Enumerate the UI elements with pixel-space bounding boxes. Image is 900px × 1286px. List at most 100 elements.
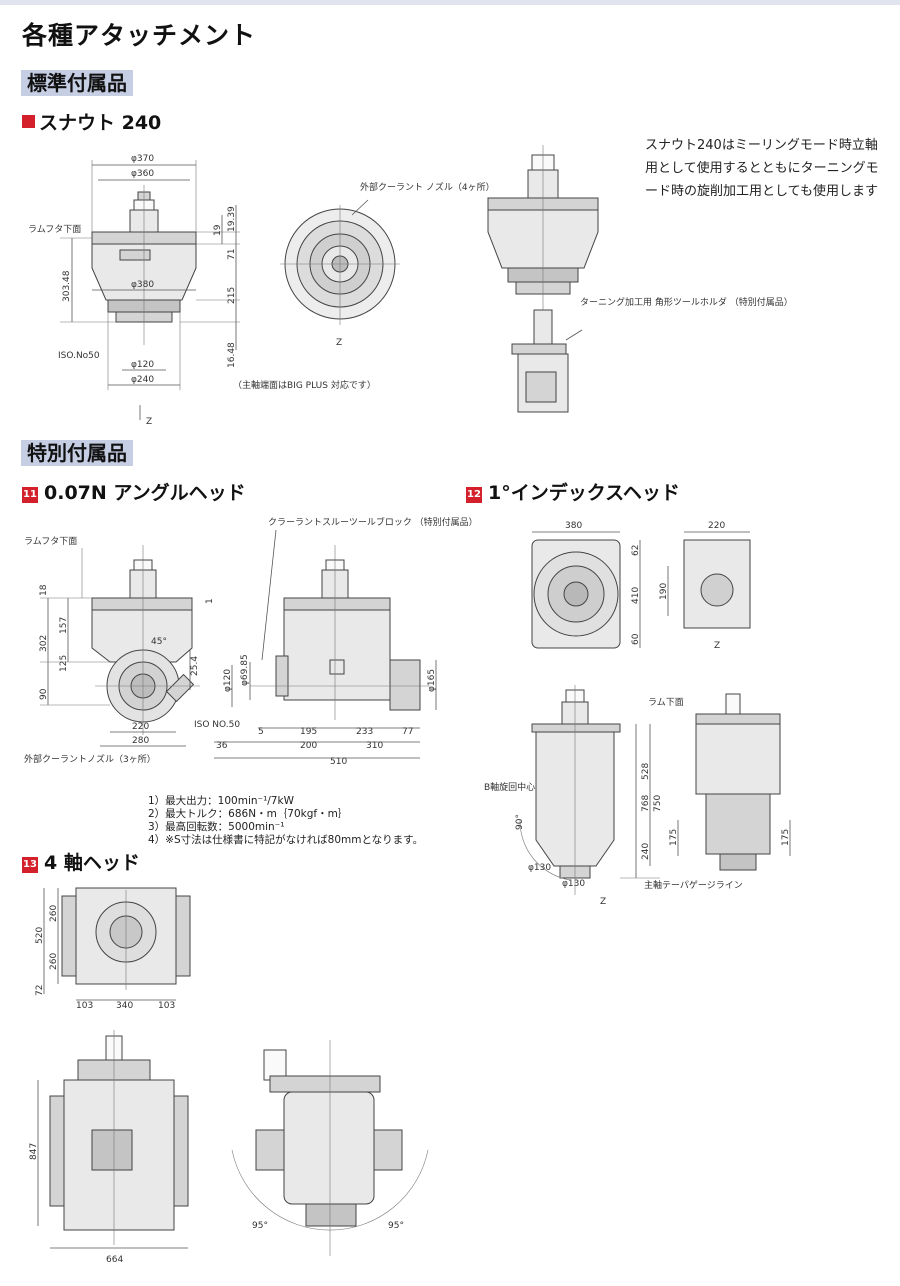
dim-36: 36	[216, 741, 228, 751]
gauge-label: 主軸テーパゲージライン	[644, 879, 743, 891]
number-badge: 13	[22, 857, 38, 873]
snout-plan-view: 外部クーラント ノズル（4ヶ所） Z （主軸端面はBIG PLUS 対応です）	[233, 181, 495, 391]
snout-description: スナウト240はミーリングモード時立軸用として使用するとともにターニングモード時…	[645, 138, 879, 199]
nozzle-label: 外部クーラントノズル（3ヶ所）	[24, 753, 156, 765]
dim-95deg: 95°	[252, 1221, 268, 1231]
dim-240: 240	[641, 843, 651, 860]
red-square-icon	[22, 115, 35, 128]
four-axis-heading: 13 4 軸ヘッド	[22, 848, 140, 875]
dim-1: 1	[205, 598, 215, 604]
dim-750: 750	[653, 795, 663, 812]
dim-62: 62	[631, 545, 641, 556]
angle-head-front-view: ラムフタ下面 18 157 302 125 90 1 25.4 45° 220 …	[24, 536, 215, 765]
dim-310: 310	[366, 741, 383, 751]
snout-heading: スナウト 240	[22, 108, 161, 135]
page-title: 各種アタッチメント	[22, 21, 257, 50]
dim-5: 5	[258, 727, 264, 737]
dim-768: 768	[641, 795, 651, 812]
dim-220: 220	[708, 521, 725, 531]
dim-233: 233	[356, 727, 373, 737]
dim-220: 220	[132, 722, 149, 732]
coolant-label: 外部クーラント ノズル（4ヶ所）	[360, 181, 495, 193]
dim-18: 18	[39, 584, 49, 596]
dim-380: 380	[565, 521, 582, 531]
ram-lower-label: ラム下面	[648, 697, 684, 708]
note-line: 2）最大トルク：686N・m｛70kgf・m｝	[148, 808, 349, 820]
angle-head-heading: 11 0.07N アングルヘッド	[22, 478, 246, 505]
dim-5deg: 90°	[515, 814, 525, 830]
snout-turning-view: ターニング加工用 角形ツールホルダ （特別付属品）	[487, 145, 793, 413]
dim-510: 510	[330, 757, 347, 767]
dim-125: 125	[59, 655, 69, 672]
number-badge: 12	[466, 487, 482, 503]
z-label: Z	[600, 897, 606, 907]
dim-d240: φ240	[131, 375, 154, 385]
section-special: 特別付属品	[21, 440, 133, 466]
index-head-plan-views: 380 62 410 60 220 190 Z	[531, 521, 751, 651]
dim-520: 520	[35, 927, 45, 944]
dim-60: 60	[631, 633, 641, 645]
angle-head-notes: 1）最大出力：100min⁻¹/7kW 2）最大トルク：686N・m｛70kgf…	[148, 795, 423, 847]
dim-280: 280	[132, 736, 149, 746]
dim-157: 157	[59, 617, 69, 634]
dim-45deg: 45°	[151, 637, 167, 647]
dim-410: 410	[631, 587, 641, 604]
dim-d120: φ120	[131, 360, 154, 370]
ram-lid-label: ラムフタ下面	[28, 224, 81, 235]
dim-195: 195	[300, 727, 317, 737]
dim-16-48: 16.48	[227, 342, 237, 368]
dim-d370: φ370	[131, 154, 154, 164]
dim-260: 260	[49, 905, 59, 922]
iso-label: ISO.No50	[58, 351, 100, 361]
bigplus-note: （主軸端面はBIG PLUS 対応です）	[233, 379, 376, 391]
dim-190: 190	[659, 583, 669, 600]
dim-664: 664	[106, 1255, 123, 1265]
dim-d165: φ165	[427, 669, 437, 692]
dim-19: 19	[213, 224, 223, 236]
b-axis-label: B軸旋回中心	[484, 781, 535, 793]
angle-head-heading-text: 0.07N アングルヘッド	[44, 482, 246, 504]
dim-25-4: 25.4	[190, 656, 200, 676]
dim-340: 340	[116, 1001, 133, 1011]
dim-103: 103	[76, 1001, 93, 1011]
dim-d69-85: φ69.85	[240, 654, 250, 686]
z-label: Z	[146, 417, 152, 427]
dim-260: 260	[49, 953, 59, 970]
top-bar	[0, 0, 900, 5]
four-axis-heading-text: 4 軸ヘッド	[44, 852, 140, 874]
z-label: Z	[336, 338, 342, 348]
snout-heading-text: スナウト 240	[39, 112, 162, 134]
dim-90: 90	[39, 688, 49, 700]
dim-175: 175	[781, 829, 791, 846]
index-head-elevation-views: 528 768 750 240 90° φ130 φ130 B軸旋回中心 ラム下…	[484, 685, 791, 907]
four-axis-front-view: 847 664	[29, 1030, 189, 1265]
turning-holder-label: ターニング加工用 角形ツールホルダ （特別付属品）	[580, 296, 793, 308]
section-standard: 標準付属品	[21, 70, 133, 96]
index-head-heading: 12 1°インデックスヘッド	[466, 478, 680, 505]
dim-528: 528	[641, 763, 651, 780]
dim-302: 302	[39, 635, 49, 652]
dim-200: 200	[300, 741, 317, 751]
four-axis-side-view: 95° 95°	[231, 1040, 429, 1256]
dim-303-48: 303.48	[62, 270, 72, 302]
angle-head-side-view: クラーラントスルーツールブロック （特別付属品） ISO NO.50 φ120 …	[194, 516, 478, 767]
snout-side-view: φ370 φ360 φ380 φ120 φ240 19 19.39 71 215…	[28, 154, 240, 427]
iso-label: ISO NO.50	[194, 720, 240, 730]
dim-d130: φ130	[562, 879, 585, 889]
dim-19-39: 19.39	[227, 206, 237, 232]
index-head-heading-text: 1°インデックスヘッド	[488, 482, 680, 504]
z-label: Z	[714, 641, 720, 651]
note-line: 3）最高回転数：5000min⁻¹	[148, 821, 285, 833]
number-badge: 11	[22, 487, 38, 503]
dim-90deg: φ130	[528, 863, 551, 873]
dim-71: 71	[227, 249, 237, 260]
dim-77: 77	[402, 727, 413, 737]
dim-103: 103	[158, 1001, 175, 1011]
dim-72: 72	[35, 985, 45, 996]
dim-d360: φ360	[131, 169, 154, 179]
dim-d120: φ120	[223, 669, 233, 692]
dim-215: 215	[227, 287, 237, 304]
note-line: 4）※S寸法は仕様書に特記がなければ80mmとなります。	[148, 834, 424, 846]
four-axis-plan-view: 260 520 260 72 103 340 103	[35, 887, 191, 1011]
